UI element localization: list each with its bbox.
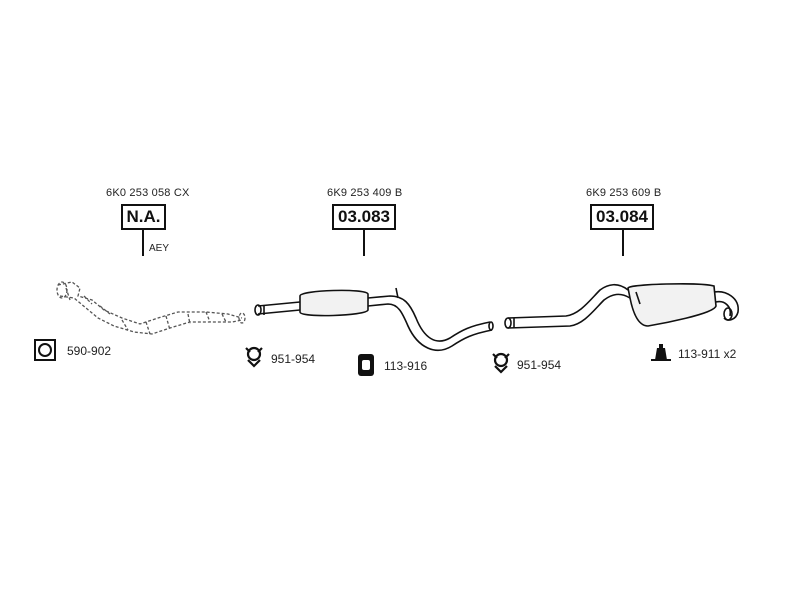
hanger-icon xyxy=(651,344,671,361)
middle-silencer-section xyxy=(254,287,494,351)
accessory-label-clamp-2: 951-954 xyxy=(517,358,562,372)
oem-number-front-pipe: 6K0 253 058 CX xyxy=(106,187,190,199)
engine-code-label: AEY xyxy=(149,243,170,254)
gasket-icon xyxy=(34,339,56,361)
accessory-label-clamp-1: 951-954 xyxy=(271,352,316,366)
clamp-icon xyxy=(245,346,263,368)
rubber-mount-icon xyxy=(358,354,374,376)
oem-number-rear-silencer: 6K9 253 609 B xyxy=(586,187,662,199)
part-number-middle-silencer[interactable]: 03.083 xyxy=(332,204,396,230)
rear-silencer-section xyxy=(504,283,739,329)
part-number-rear-silencer[interactable]: 03.084 xyxy=(590,204,654,230)
front-pipe-catalyst-dashed xyxy=(56,281,246,335)
accessory-label-rubber-mount: 113-916 xyxy=(384,359,428,373)
oem-number-middle-silencer: 6K9 253 409 B xyxy=(327,187,403,199)
clamp-icon xyxy=(492,352,510,374)
accessory-label-hanger: 113-911 x2 xyxy=(678,347,737,361)
part-number-front-pipe[interactable]: N.A. xyxy=(121,204,166,230)
accessory-label-gasket: 590-902 xyxy=(67,344,112,358)
